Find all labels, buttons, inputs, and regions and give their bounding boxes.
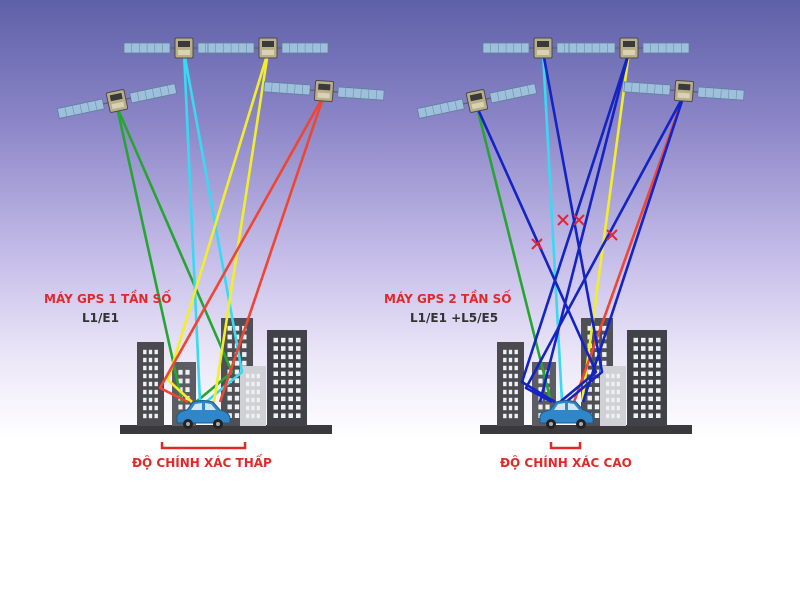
right-blue-signal-4 xyxy=(524,94,686,404)
left-cyan-direct-signal xyxy=(182,51,202,403)
left-building-1 xyxy=(137,342,164,426)
right-satellite-4-icon xyxy=(623,79,745,103)
right-satellite-2-icon xyxy=(568,37,690,59)
left-accuracy-bracket xyxy=(160,442,247,450)
right-red-signal xyxy=(572,94,686,403)
left-car-icon xyxy=(176,400,231,429)
cross-mark-icon-1 xyxy=(531,238,543,250)
right-building-4 xyxy=(600,366,626,426)
right-yellow-signal xyxy=(580,51,631,403)
right-accuracy-bracket xyxy=(549,442,582,450)
right-ground xyxy=(480,425,692,434)
right-green-signal xyxy=(475,106,553,403)
left-building-4 xyxy=(240,366,266,426)
left-frequency-label: L1/E1 xyxy=(82,311,119,325)
left-yellow-direct-signal xyxy=(212,51,270,403)
right-blue-signal-2 xyxy=(541,51,604,403)
right-blue-signal-1 xyxy=(475,106,598,403)
cross-mark-icon-2 xyxy=(557,214,569,226)
cars xyxy=(176,400,594,429)
cross-mark-icon-3 xyxy=(573,214,585,226)
cross-mark-icon-4 xyxy=(606,229,618,241)
right-receiver-title: MÁY GPS 2 TẦN SỐ xyxy=(384,292,512,306)
right-building-1 xyxy=(497,342,524,426)
left-building-5 xyxy=(267,330,307,426)
left-satellite-4-icon xyxy=(263,79,385,103)
right-blue-signal-6 xyxy=(581,94,686,403)
right-satellite-3-icon xyxy=(416,83,538,119)
right-building-5 xyxy=(627,330,667,426)
left-yellow-reflected-signal xyxy=(166,51,270,403)
right-blue-signal-3 xyxy=(520,51,631,404)
left-red-direct-signal xyxy=(218,94,326,403)
signal-lines xyxy=(115,51,686,404)
left-satellite-3-icon xyxy=(56,83,178,119)
right-frequency-label: L1/E1 +L5/E5 xyxy=(410,311,499,325)
left-satellite-2-icon xyxy=(207,37,329,59)
blocked-signal-marks xyxy=(531,214,618,250)
right-accuracy-label: ĐỘ CHÍNH XÁC CAO xyxy=(500,456,632,470)
right-car-icon xyxy=(539,400,594,429)
left-accuracy-label: ĐỘ CHÍNH XÁC THẤP xyxy=(132,456,272,470)
left-green-reflected-signal xyxy=(115,106,234,403)
left-ground xyxy=(120,425,332,434)
left-red-reflected-signal xyxy=(158,94,326,404)
right-blue-signal-5 xyxy=(538,51,631,403)
satellites xyxy=(56,37,745,119)
right-cyan-signal xyxy=(541,51,564,403)
left-cyan-reflected-signal xyxy=(182,51,244,403)
left-receiver-title: MÁY GPS 1 TẦN SỐ xyxy=(44,292,172,306)
accuracy-brackets xyxy=(160,442,582,450)
left-green-direct-signal xyxy=(115,106,184,403)
